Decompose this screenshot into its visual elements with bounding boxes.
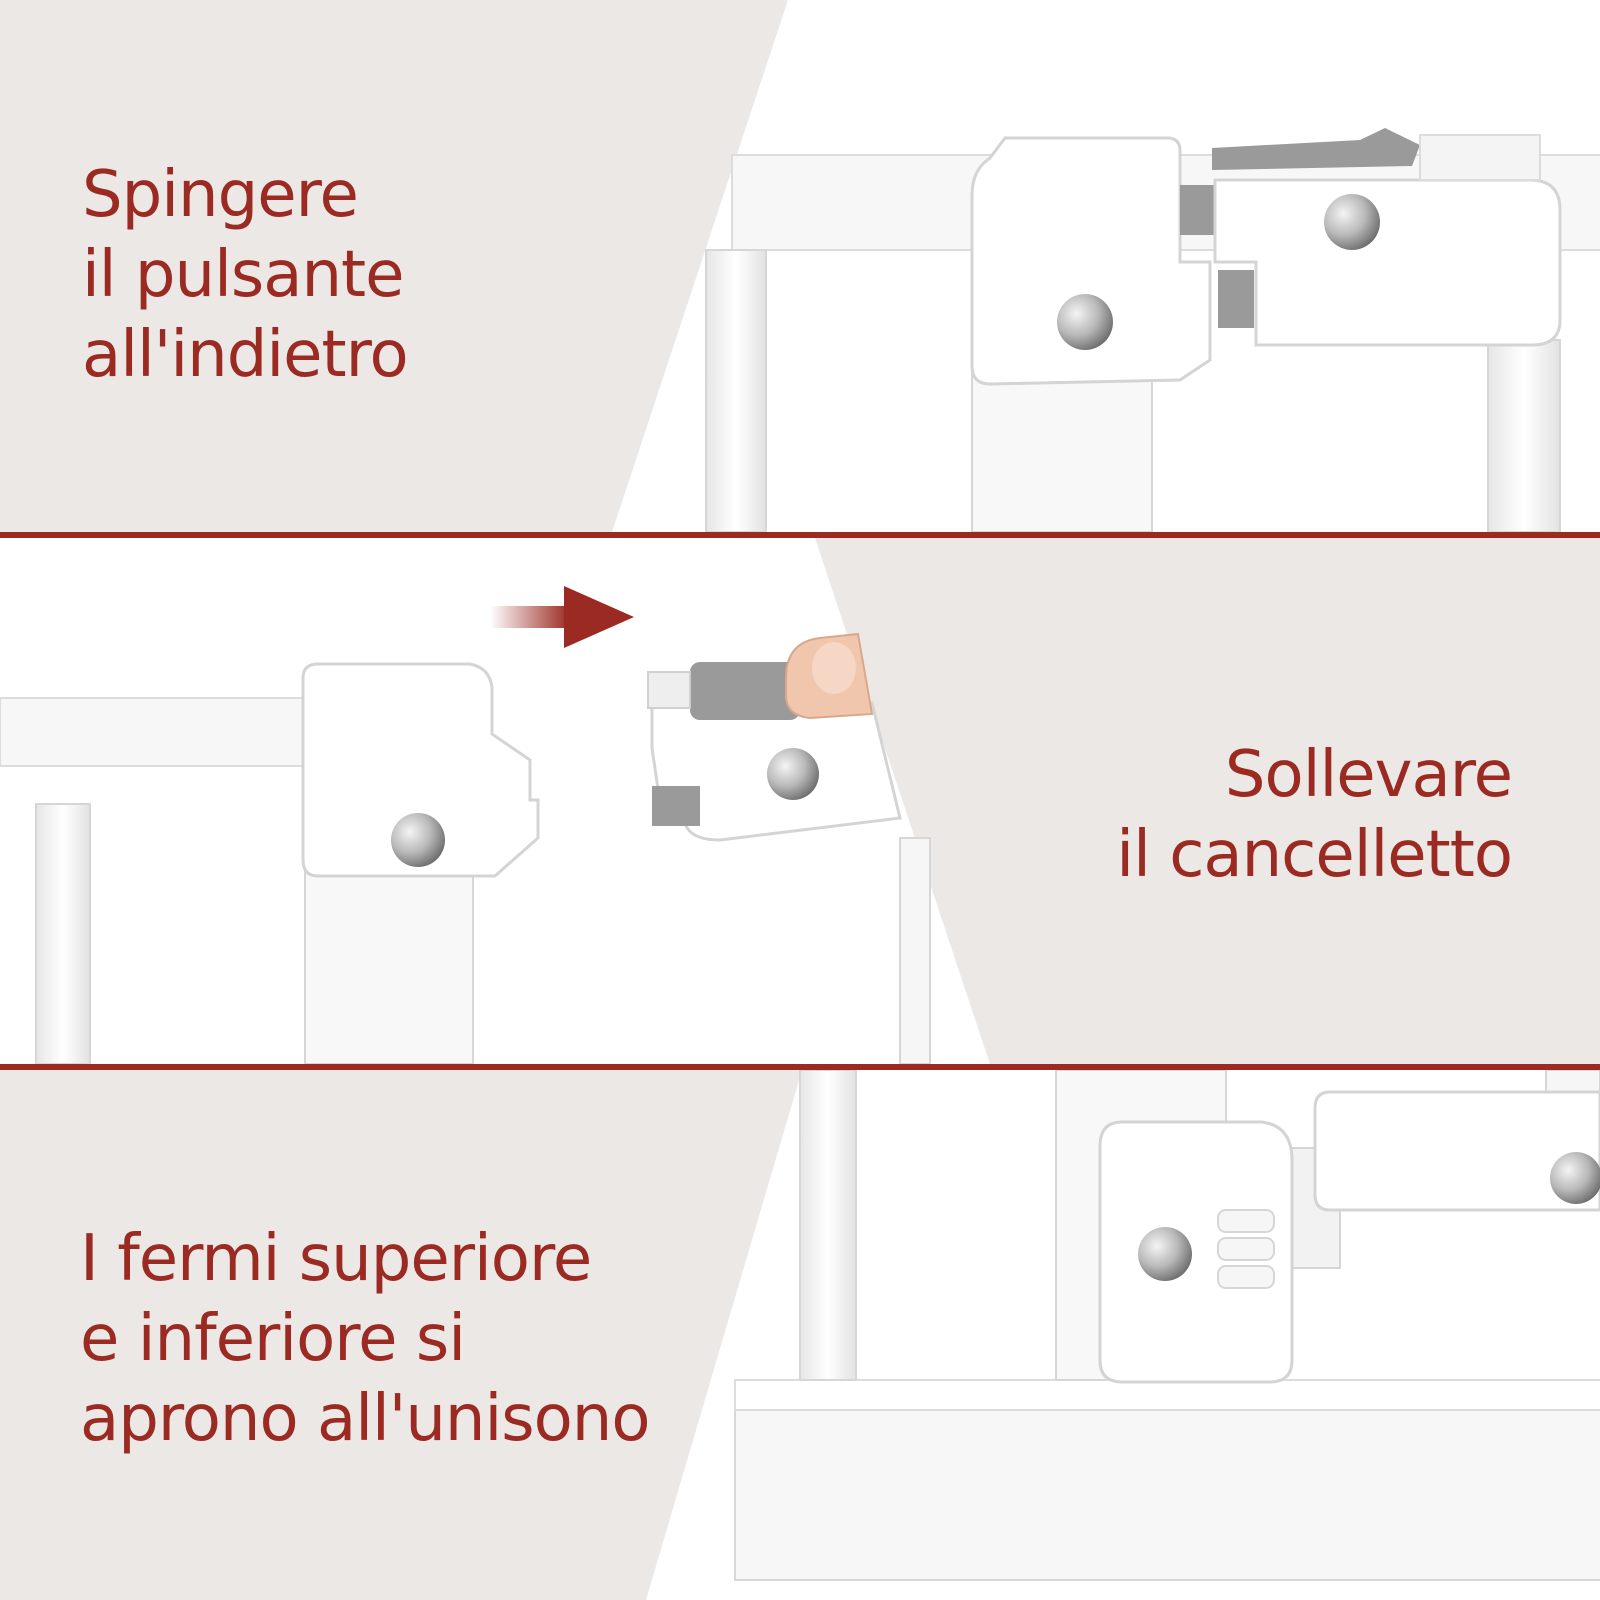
- caption-line: all'indietro: [82, 318, 409, 392]
- step-2-caption: Sollevare il cancelletto: [1116, 735, 1513, 895]
- arrow-right-icon: [564, 586, 634, 648]
- left-latch-housing: [970, 136, 1212, 386]
- screw-head-icon: [1550, 1152, 1600, 1204]
- gate-latch-lifting-illustration: [0, 538, 1600, 1064]
- caption-line: il cancelletto: [1116, 818, 1513, 892]
- latch-ridge: [1217, 1209, 1275, 1233]
- screw-head-icon: [1057, 294, 1113, 350]
- arrow-shaft: [490, 606, 570, 628]
- fingernail: [812, 642, 856, 694]
- gate-latch-closed-illustration: [0, 0, 1600, 532]
- gate-bottom-latch-illustration: [0, 1070, 1600, 1600]
- gate-post: [304, 857, 474, 1064]
- step-3-panel: I fermi superiore e inferiore si aprono …: [0, 1070, 1600, 1600]
- top-rail: [0, 697, 321, 767]
- step-2-panel: Sollevare il cancelletto: [0, 538, 1600, 1064]
- latch-ridge: [1217, 1237, 1275, 1261]
- caption-line: Spingere: [82, 158, 359, 232]
- screw-head-icon: [1324, 194, 1380, 250]
- gate-post: [971, 369, 1153, 532]
- caption-background: [0, 1070, 802, 1600]
- section-divider: [0, 532, 1600, 538]
- left-latch-housing: [301, 662, 540, 878]
- push-button: [1212, 128, 1420, 170]
- gate-bar: [799, 1070, 857, 1381]
- caption-line: e inferiore si: [80, 1302, 466, 1376]
- caption-line: il pulsante: [82, 238, 404, 312]
- step-1-caption: Spingere il pulsante all'indietro: [82, 155, 409, 395]
- screw-head-icon: [1138, 1227, 1192, 1281]
- caption-background: [0, 0, 788, 532]
- gate-bar: [1487, 339, 1561, 532]
- caption-line: aprono all'unisono: [80, 1382, 650, 1456]
- screw-head-icon: [767, 748, 819, 800]
- latch-cap: [647, 671, 691, 709]
- push-button: [690, 662, 800, 720]
- caption-background: [815, 538, 1600, 1064]
- gate-bar: [35, 803, 91, 1064]
- section-divider: [0, 1064, 1600, 1070]
- latch-ridge: [1217, 1265, 1275, 1289]
- caption-line: Sollevare: [1224, 738, 1513, 812]
- bottom-rail: [734, 1379, 1600, 1581]
- latch-connector: [652, 786, 700, 826]
- gate-bar: [899, 837, 931, 1064]
- step-3-caption: I fermi superiore e inferiore si aprono …: [80, 1219, 650, 1459]
- bottom-rail-top: [734, 1379, 1600, 1411]
- caption-line: I fermi superiore: [80, 1222, 592, 1296]
- latch-connector: [1218, 270, 1254, 328]
- latch-connector: [1180, 185, 1214, 235]
- gate-bar: [705, 249, 767, 532]
- right-latch-housing: [1313, 1090, 1600, 1212]
- latch-cap: [1419, 134, 1541, 181]
- step-1-panel: Spingere il pulsante all'indietro: [0, 0, 1600, 532]
- right-latch-housing: [1213, 178, 1562, 347]
- screw-head-icon: [391, 813, 445, 867]
- left-latch-housing: [1098, 1120, 1294, 1384]
